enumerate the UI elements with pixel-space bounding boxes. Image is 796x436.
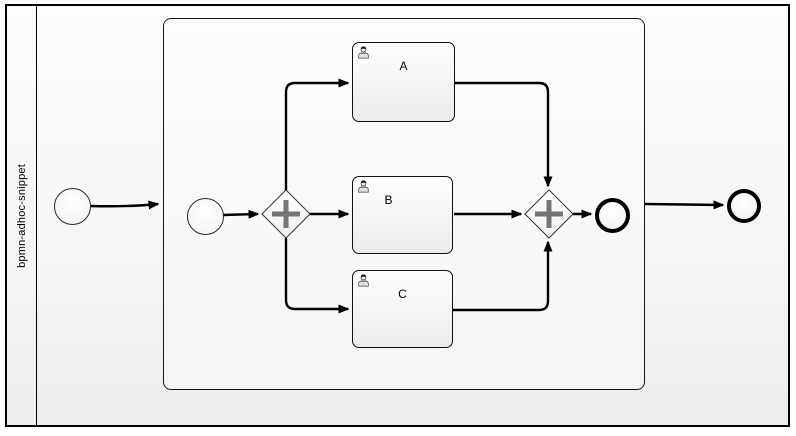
parallel-gateway-join[interactable] [524, 189, 574, 239]
user-icon [358, 180, 369, 193]
flow-task-a-to-join-gateway[interactable] [455, 81, 553, 188]
user-icon [358, 274, 369, 287]
flow-subprocess-to-outer-end[interactable] [644, 200, 725, 210]
task-label: B [384, 193, 393, 207]
pool-header[interactable]: bpmn-adhoc-snippet [7, 6, 37, 425]
task-label: A [399, 59, 408, 73]
user-task-a[interactable]: A [352, 42, 455, 122]
inner-end-event[interactable] [595, 198, 630, 233]
parallel-gateway-split[interactable] [261, 189, 311, 239]
flow-split-gateway-to-task-c[interactable] [284, 238, 350, 314]
parallel-plus-icon [525, 190, 573, 238]
flow-inner-start-to-split-gateway[interactable] [222, 209, 260, 219]
inner-start-event[interactable] [187, 198, 224, 235]
pool-label: bpmn-adhoc-snippet [15, 163, 28, 268]
outer-end-event[interactable] [727, 189, 761, 223]
outer-start-event[interactable] [54, 188, 91, 225]
user-icon [358, 46, 369, 59]
flow-outer-start-to-subprocess[interactable] [89, 200, 160, 210]
parallel-plus-icon [262, 190, 310, 238]
task-label: C [398, 287, 407, 301]
flow-split-gateway-to-task-a[interactable] [284, 78, 350, 191]
flow-task-c-to-join-gateway[interactable] [453, 240, 553, 312]
user-task-b[interactable]: B [352, 176, 453, 254]
user-task-c[interactable]: C [352, 270, 453, 348]
